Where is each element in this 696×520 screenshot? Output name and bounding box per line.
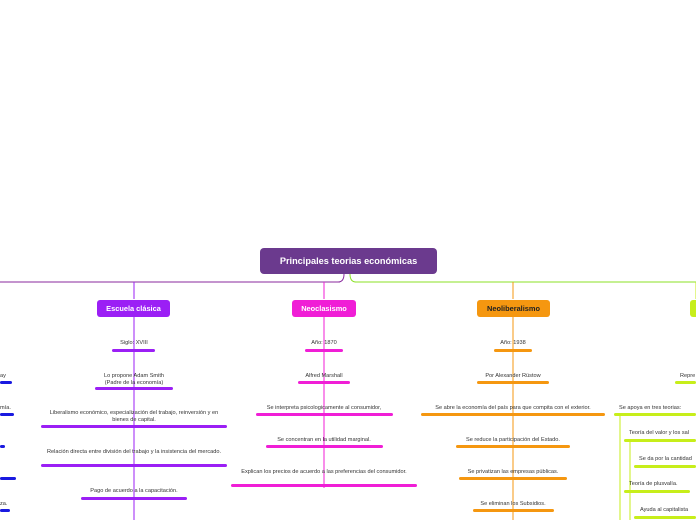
left-underline [0,381,12,384]
root-stem-left [337,273,345,283]
branch-marxismo[interactable] [690,300,696,317]
marxismo-underline [634,516,696,519]
neoclasismo-item-marshall[interactable]: Alfred Marshall [305,373,343,379]
left-underline [0,477,16,480]
root-node[interactable]: Principales teorias económicas [260,248,437,274]
neoclasismo-underline [231,484,417,487]
clasica-underline [81,497,187,500]
left-item-fragment-1[interactable]: ay [0,373,6,379]
neoliberalismo-underline [421,413,605,416]
left-underline [0,445,5,448]
clasica-underline [95,387,173,390]
left-item-fragment-3[interactable]: za. [0,501,8,507]
marxismo-item-capitalista[interactable]: Ayuda al capitalista [640,507,689,513]
branch-escuela-clasica[interactable]: Escuela clásica [97,300,170,317]
neoliberalismo-item-subsidios[interactable]: Se eliminan los Subsidios. [480,501,546,507]
marxismo-underline [624,439,696,442]
clasica-item-adam-smith[interactable]: Lo propone Adam Smith (Padre de la econo… [103,373,164,386]
neoliberalismo-underline [456,445,570,448]
neoliberalismo-item-rustow[interactable]: Por Alexander Rüstow [485,373,541,379]
marxismo-item-repre[interactable]: Repre [680,373,696,379]
marxismo-underline [634,465,696,468]
root-stem-right [349,273,357,283]
marxismo-item-cantidad[interactable]: Se da por la cantidad [639,456,692,462]
neoclasismo-item-anio[interactable]: Año: 1870 [311,340,337,346]
marxismo-item-teoria-valor[interactable]: Teoría del valor y los sal [629,430,690,436]
left-item-fragment-2[interactable]: mía. [0,405,11,411]
neoclasismo-item-utilidad[interactable]: Se concentran en la utilidad marginal. [277,437,371,443]
neoclasismo-underline [298,381,350,384]
neoliberalismo-item-economia-abierta[interactable]: Se abre la economía del país para que co… [435,405,591,411]
branch-neoclasismo[interactable]: Neoclasismo [292,300,356,317]
neoclasismo-item-psicologia[interactable]: Se interpreta psicologicamente al consum… [266,405,382,411]
clasica-item-siglo[interactable]: Siglo: XVIII [120,340,148,346]
neoliberalismo-item-anio[interactable]: Año: 1938 [500,340,526,346]
neoliberalismo-item-privatizan[interactable]: Se privatizan las empresas públicas. [467,469,559,475]
branch-neoliberalismo[interactable]: Neoliberalismo [477,300,550,317]
marxismo-underline [624,490,690,493]
clasica-underline [112,349,155,352]
neoclasismo-underline [256,413,393,416]
neoliberalismo-item-estado[interactable]: Se reduce la participación del Estado. [466,437,560,443]
neoliberalismo-underline [494,349,532,352]
left-underline [0,413,14,416]
neoclasismo-item-precios[interactable]: Explican los precios de acuerdo a las pr… [241,469,407,475]
marxismo-underline [675,381,696,384]
marxismo-item-tres-teorias[interactable]: Se apoya en tres teorias: [619,405,682,411]
left-underline [0,509,10,512]
clasica-item-liberalismo[interactable]: Liberalismo económico, especialización d… [49,410,219,423]
neoclasismo-underline [305,349,343,352]
clasica-underline [41,425,227,428]
marxismo-item-plusvalia[interactable]: Teoría de plusvalía. [629,481,678,487]
neoclasismo-underline [266,445,383,448]
clasica-item-division-trabajo[interactable]: Relación directa entre división del trab… [46,449,222,455]
neoliberalismo-underline [459,477,567,480]
neoliberalismo-underline [473,509,554,512]
neoliberalismo-underline [477,381,549,384]
clasica-item-pago[interactable]: Pago de acuerdo a la capacitación. [90,488,178,494]
clasica-underline [41,464,227,467]
marxismo-underline [614,413,696,416]
